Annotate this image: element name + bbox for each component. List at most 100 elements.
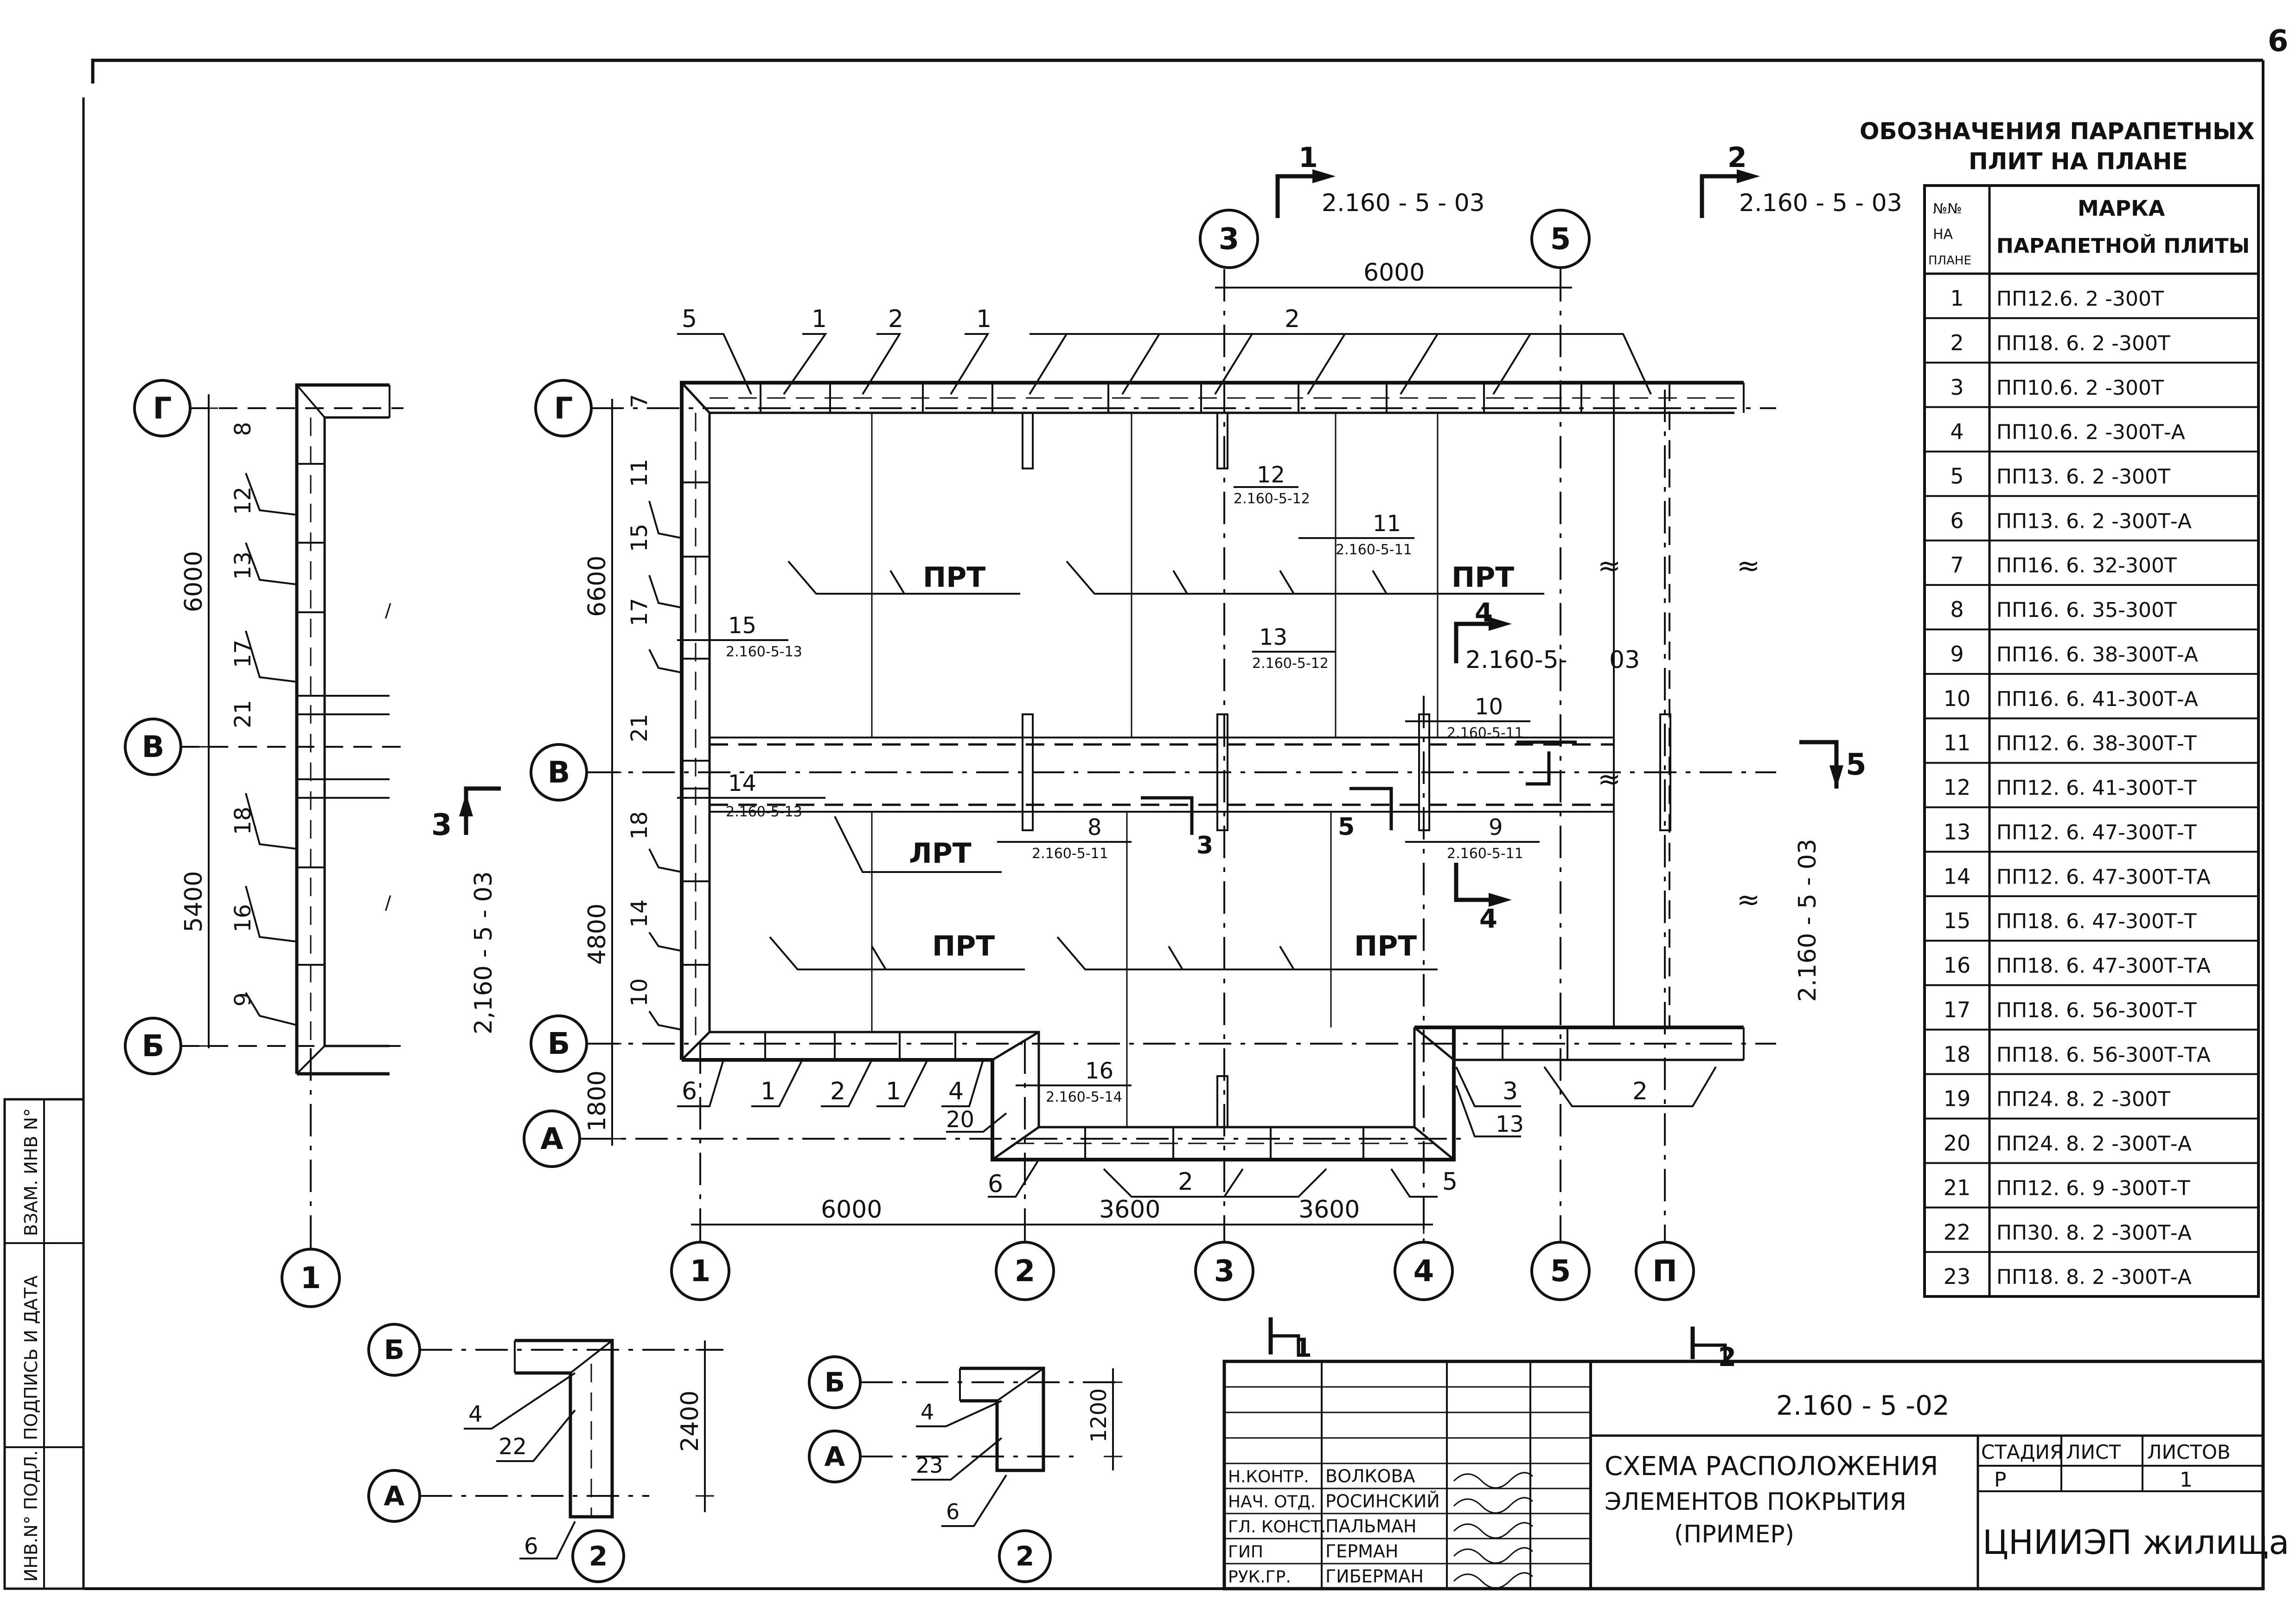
tb-title-3: (ПРИМЕР) [1674, 1520, 1794, 1548]
main-axis-3: 3 [1214, 1254, 1235, 1289]
legend-row-no: 18 [1944, 1042, 1971, 1067]
legend-row-mark: ПП18. 8. 2 -300Т-А [1996, 1265, 2192, 1289]
tb-sheet: 1 [2180, 1468, 2193, 1492]
callout-14: 14 [728, 770, 756, 796]
legend-row-no: 7 [1950, 552, 1963, 577]
legend-row-no: 1 [1950, 286, 1963, 311]
section-4-label-bottom: 4 [1479, 904, 1497, 934]
section-1-label: 1 [1298, 141, 1318, 174]
tb-person-name: ГИБЕРМАН [1325, 1566, 1424, 1587]
prt-2: ПРТ [1452, 561, 1514, 594]
detail-mid-axis-b: Б [825, 1366, 845, 1398]
detail-left-axis-a: А [384, 1480, 405, 1512]
dim-6600: 6600 [583, 556, 611, 617]
tb-code: 2.160 - 5 -02 [1776, 1390, 1950, 1421]
callout-9-ref: 2.160-5-11 [1447, 846, 1523, 862]
top-mark-1b: 1 [976, 305, 991, 333]
left-axis-g: Г [153, 391, 172, 426]
detail-left-mark-6: 6 [524, 1533, 538, 1559]
section-2-ref: 2.160 - 5 - 03 [1739, 189, 1902, 217]
top-mark-2: 2 [888, 305, 903, 333]
legend-row-no: 19 [1944, 1086, 1971, 1111]
main-axis-5-top: 5 [1550, 222, 1571, 257]
detail-left-axis-2: 2 [589, 1540, 608, 1572]
legend-row-no: 15 [1944, 908, 1971, 933]
side-mark-18: 18 [627, 811, 652, 840]
section-3-label: 3 [431, 808, 452, 842]
tb-org: ЦНИИЭП жилища [1983, 1523, 2289, 1562]
legend-row-mark: ПП10.6. 2 -300Т [1996, 376, 2164, 400]
prt-3: ПРТ [932, 930, 995, 962]
legend-title-1: ОБОЗНАЧЕНИЯ ПАРАПЕТНЫХ [1860, 118, 2255, 145]
section-4-ref-a: 2.160-5- [1465, 646, 1567, 674]
left-side-marks: 7 11 15 17 21 18 14 10 [627, 394, 682, 1031]
main-axis-2: 2 [1015, 1254, 1036, 1289]
left-break: / [385, 600, 391, 622]
lrt-1: ЛРТ [909, 837, 972, 870]
bot-mark-5: 5 [1442, 1168, 1458, 1196]
legend-col-no-3: ПЛАНЕ [1928, 254, 1971, 268]
legend-row-mark: ПП10.6. 2 -300Т-А [1996, 421, 2185, 444]
tb-person-name: ПАЛЬМАН [1325, 1516, 1417, 1537]
tb-person-role: НАЧ. ОТД. [1228, 1493, 1316, 1512]
legend-row-no: 13 [1944, 819, 1971, 844]
section-3-ref: 2,160 - 5 - 03 [470, 871, 498, 1034]
tb-person-name: ГЕРМАН [1325, 1541, 1398, 1562]
callout-10-ref: 2.160-5-11 [1447, 725, 1523, 741]
callout-16: 16 [1085, 1058, 1113, 1084]
main-axis-a: А [540, 1122, 563, 1156]
legend-row-mark: ПП30. 8. 2 -300Т-А [1996, 1221, 2192, 1245]
legend-row-no: 23 [1944, 1264, 1971, 1289]
legend-row-no: 22 [1944, 1219, 1971, 1245]
legend-row-mark: ПП12.6. 2 -300Т [1996, 287, 2164, 311]
callout-14-ref: 2.160-5-13 [726, 804, 802, 820]
side-mark-17: 17 [627, 598, 652, 626]
legend-row-mark: ПП16. 6. 32-300Т [1996, 554, 2177, 577]
signature-mark [1453, 1472, 1534, 1489]
callout-8: 8 [1087, 815, 1102, 840]
left-dim-6000: 6000 [180, 551, 208, 612]
tb-person-role: ГИП [1228, 1543, 1263, 1562]
left-mark-13: 13 [230, 552, 256, 580]
tb-person-role: Н.КОНТР. [1228, 1468, 1309, 1487]
side-mark-10: 10 [627, 978, 652, 1007]
sheet-frame [82, 58, 2264, 1590]
tb-person-role: ГЛ. КОНСТ. [1228, 1518, 1326, 1537]
legend-title-2: ПЛИТ НА ПЛАНЕ [1969, 148, 2188, 175]
legend-row-no: 10 [1944, 686, 1971, 711]
detail-mid-mark-6: 6 [946, 1499, 959, 1524]
tb-person-role: РУК.ГР. [1228, 1568, 1291, 1587]
section-2-label: 2 [1727, 141, 1747, 174]
legend-row-no: 8 [1950, 597, 1963, 622]
bot-mark-1a: 1 [761, 1078, 776, 1105]
legend-row-no: 3 [1950, 375, 1963, 400]
main-axis-3-top: 3 [1219, 222, 1240, 257]
top-parapet-segments [760, 383, 1582, 413]
section-4-ref-b: 03 [1609, 646, 1640, 674]
prt-4: ПРТ [1354, 930, 1417, 962]
break-1: ≈ [1598, 550, 1621, 582]
tb-stage-h: СТАДИЯ [1981, 1441, 2063, 1463]
bot-mark-1b: 1 [886, 1078, 901, 1105]
section-2-lower: 2 [1718, 1342, 1736, 1373]
legend-row-no: 9 [1950, 642, 1963, 667]
left-parapet-segments [682, 481, 710, 966]
tb-person-name: РОСИНСКИЙ [1325, 1491, 1440, 1512]
legend-row-no: 4 [1950, 419, 1963, 444]
break-2: ≈ [1598, 763, 1621, 795]
bot-mark-3: 3 [1503, 1078, 1518, 1105]
detail-mid-axis-2: 2 [1016, 1540, 1034, 1572]
legend-row-mark: ПП12. 6. 47-300Т-Т [1996, 821, 2197, 844]
detail-left: Б А 2 2400 4 22 6 [367, 1323, 723, 1583]
legend-row-mark: ПП12. 6. 41-300Т-Т [1996, 776, 2197, 800]
signature-mark [1453, 1572, 1534, 1589]
legend-row-no: 12 [1944, 775, 1971, 800]
legend-col-mark-1: МАРКА [2078, 196, 2165, 221]
legend-col-no-1: №№ [1933, 201, 1962, 217]
legend-col-mark-2: ПАРАПЕТНОЙ ПЛИТЫ [1996, 233, 2250, 258]
legend-row-mark: ПП18. 6. 47-300Т-ТА [1996, 954, 2211, 978]
legend-row-mark: ПП18. 6. 56-300Т-ТА [1996, 1043, 2211, 1067]
